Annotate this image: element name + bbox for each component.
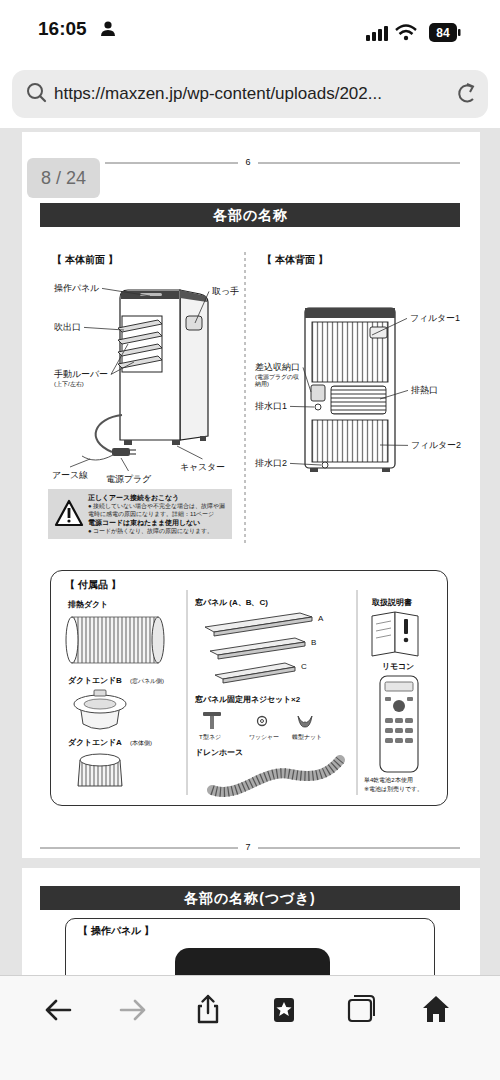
accessory-label: ドレンホース <box>195 748 243 758</box>
accessory-label: 窓パネル (A、B、C) <box>195 598 268 608</box>
leader-line <box>84 327 124 330</box>
accessory-note: 単4乾電池2本使用 <box>364 777 413 784</box>
warning-text: 正しくアース接続をおこなう <box>88 493 227 502</box>
leader-line <box>177 446 203 459</box>
part-note: (電源プラグの収納用) <box>255 374 303 388</box>
part-label: 手動ルーバー <box>54 369 108 380</box>
warning-box: 正しくアース接続をおこなう● 接続していない場合や不完全な場合は、故障や漏電時に… <box>48 489 232 539</box>
accessory-label: 取扱説明書 <box>372 598 412 608</box>
page-counter-text: 8 / 24 <box>27 158 100 198</box>
accessory-note: 蝶型ナット <box>292 734 322 741</box>
accessory-note: T型ネジ <box>199 734 221 741</box>
reload-arrow <box>467 84 473 92</box>
accessory-label: ダクトエンドA <box>68 738 122 748</box>
search-handle <box>40 96 45 101</box>
part-label: 差込収納口 <box>255 362 300 373</box>
page-counter: 8 / 24 <box>27 158 100 198</box>
battery-level: 84 <box>429 26 457 40</box>
part-label: 取っ手 <box>212 286 239 297</box>
warning-text: ● 接続していない場合や不完全な場合は、故障や漏電時に感電の原因になります。詳細… <box>88 502 227 518</box>
leader-line <box>290 463 321 465</box>
warning-triangle <box>56 501 82 525</box>
leader-line <box>380 445 408 446</box>
part-label: フィルター1 <box>410 313 460 324</box>
part-note: (上下/左右) <box>54 381 84 388</box>
reload-icon <box>459 85 473 101</box>
accessory-label: リモコン <box>382 662 414 672</box>
part-label: 排熱口 <box>411 385 438 396</box>
status-time: 16:05 <box>38 18 87 41</box>
panel-letter: A <box>318 614 323 624</box>
leader-line <box>102 288 150 296</box>
accessory-label: 窓パネル固定用ネジセット×2 <box>195 695 300 705</box>
leader-line <box>121 458 129 471</box>
title-text: 各部の名称 <box>40 203 460 227</box>
warning-mark <box>68 508 71 518</box>
leader-line <box>195 291 209 323</box>
section-heading: 【 本体背面 】 <box>262 254 328 266</box>
title-band: 各部の名称 <box>40 203 460 227</box>
leader-line <box>290 406 314 408</box>
part-label: フィルター2 <box>411 440 461 451</box>
part-label: アース線 <box>52 470 88 481</box>
part-label: キャスター <box>180 462 225 473</box>
warning-dot <box>67 519 70 522</box>
accessory-note: (本体側) <box>130 740 152 747</box>
accessory-label: ダクトエンドB <box>68 676 122 686</box>
accessory-note: (窓パネル側) <box>130 678 164 685</box>
warning-text: 電源コードは束ねたまま使用しない <box>88 518 227 527</box>
band-text: 各部の名称(つづき) <box>40 886 460 910</box>
part-label: 電源プラグ <box>106 474 151 485</box>
warning-text: ● コードが熱くなり、故障の原因になります。 <box>88 527 227 535</box>
part-label: 排水口2 <box>255 458 287 469</box>
url-bar: https://maxzen.jp/wp-content/uploads/202… <box>12 70 488 118</box>
page-number: 7 <box>243 842 253 853</box>
leader-line <box>303 367 311 392</box>
part-label: 吹出口 <box>54 322 81 333</box>
warning-icon <box>54 499 84 527</box>
leader-line <box>372 318 407 335</box>
leader-line <box>380 390 408 399</box>
accessory-label: 排熱ダクト <box>68 600 108 610</box>
url-text: https://maxzen.jp/wp-content/uploads/202… <box>54 70 448 118</box>
section-heading: 【 本体前面 】 <box>52 254 118 266</box>
leader-line <box>111 362 134 374</box>
panel-letter: B <box>311 638 316 648</box>
section-band: 各部の名称(つづき) <box>40 886 460 910</box>
panel-letter: C <box>301 662 307 672</box>
toolbar-icons <box>0 975 500 1080</box>
accessory-note: ※電池は別売りです。 <box>364 786 423 793</box>
part-label: 排水口1 <box>255 401 287 412</box>
accessory-note: ワッシャー <box>249 734 279 741</box>
page-number: 6 <box>243 157 253 168</box>
browser-toolbar <box>0 975 500 1080</box>
part-label: 操作パネル <box>54 283 99 294</box>
leader-line <box>70 459 90 467</box>
box-heading: 【 操作パネル 】 <box>78 924 422 938</box>
box-heading: 【 付属品 】 <box>65 578 433 592</box>
